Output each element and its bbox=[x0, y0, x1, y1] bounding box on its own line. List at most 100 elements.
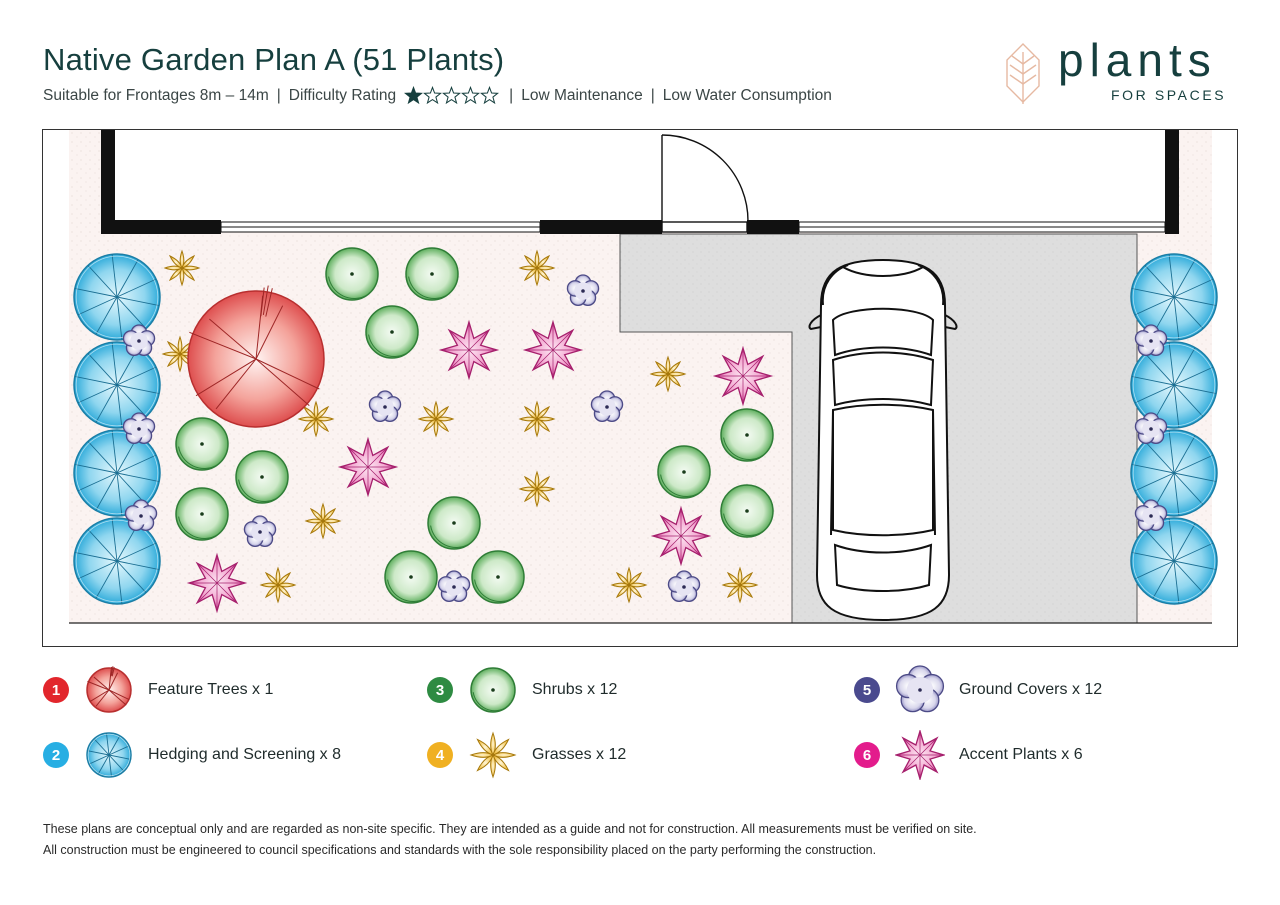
star-empty-icon bbox=[423, 86, 443, 105]
ground-plant bbox=[122, 412, 156, 445]
shrub-plant bbox=[720, 484, 774, 538]
star-empty-icon bbox=[461, 86, 481, 105]
maintenance-text: Low Maintenance bbox=[521, 86, 643, 104]
shrub-plant bbox=[175, 487, 229, 541]
disclaimer-line-2: All construction must be engineered to c… bbox=[43, 843, 877, 857]
grass-icon bbox=[469, 731, 517, 779]
ground-plant bbox=[1134, 412, 1168, 445]
ground-plant bbox=[590, 390, 624, 423]
front-door bbox=[661, 134, 749, 233]
grass-plant bbox=[297, 400, 335, 438]
brand-logo: plants FOR SPACES bbox=[1003, 34, 1243, 110]
hedge-plant bbox=[73, 341, 161, 429]
separator: | bbox=[650, 86, 655, 104]
ground-plant bbox=[122, 324, 156, 357]
separator: | bbox=[509, 86, 514, 104]
legend-label: Shrubs x 12 bbox=[532, 681, 618, 698]
legend-item: 2 Hedging and Screening x 8 bbox=[43, 730, 341, 780]
separator: | bbox=[276, 86, 281, 104]
hedge-icon bbox=[86, 732, 132, 778]
accent-plant bbox=[522, 319, 584, 381]
ground-plant bbox=[368, 390, 402, 423]
shrub-plant bbox=[657, 445, 711, 499]
legend-item: 1 Feature Trees x 1 bbox=[43, 665, 273, 715]
hedge-plant bbox=[1130, 253, 1218, 341]
hedge-plant bbox=[73, 253, 161, 341]
difficulty-rating bbox=[404, 86, 500, 105]
plants-layer bbox=[73, 247, 1218, 614]
accent-plant-icon bbox=[895, 730, 945, 780]
hedge-plant bbox=[73, 517, 161, 605]
ground-plant bbox=[566, 274, 600, 307]
ground-plant bbox=[243, 515, 277, 548]
legend-item: 3 Shrubs x 12 bbox=[427, 665, 617, 715]
hedge-plant bbox=[1130, 429, 1218, 517]
ground-cover-icon bbox=[895, 665, 945, 713]
logo-wordmark: plants bbox=[1058, 34, 1217, 86]
accent-plant bbox=[712, 345, 774, 407]
star-empty-icon bbox=[442, 86, 462, 105]
legend-number-badge: 1 bbox=[43, 677, 69, 703]
grass-plant bbox=[518, 470, 556, 508]
water-text: Low Water Consumption bbox=[662, 86, 832, 104]
legend-item: 5 Ground Covers x 12 bbox=[854, 665, 1102, 715]
house bbox=[113, 130, 1173, 222]
shrub-plant bbox=[235, 450, 289, 504]
garden-plan-drawing bbox=[69, 130, 1218, 624]
grass-plant bbox=[649, 355, 687, 393]
shrub-plant bbox=[405, 247, 459, 301]
accent-plant bbox=[337, 436, 399, 498]
tree-plant bbox=[187, 285, 325, 428]
car bbox=[808, 258, 958, 622]
legend-item: 6 Accent Plants x 6 bbox=[854, 730, 1083, 780]
legend-label: Hedging and Screening x 8 bbox=[148, 746, 342, 763]
shrub-icon bbox=[470, 667, 516, 713]
legend-number-badge: 4 bbox=[427, 742, 453, 768]
garden-plan bbox=[42, 129, 1238, 647]
grass-plant bbox=[304, 502, 342, 540]
page-title: Native Garden Plan A (51 Plants) bbox=[43, 42, 505, 77]
windows bbox=[220, 221, 1166, 233]
shrub-plant bbox=[175, 417, 229, 471]
legend-number-badge: 2 bbox=[43, 742, 69, 768]
hedge-plant bbox=[1130, 341, 1218, 429]
shrub-plant bbox=[471, 550, 525, 604]
accent-plant bbox=[186, 552, 248, 614]
shrub-plant bbox=[384, 550, 438, 604]
grass-plant bbox=[721, 566, 759, 604]
ground-plant bbox=[1134, 499, 1168, 532]
star-empty-icon bbox=[480, 86, 500, 105]
feature-tree-icon bbox=[86, 666, 132, 713]
grass-plant bbox=[417, 400, 455, 438]
leaf-logo-icon bbox=[1006, 43, 1040, 104]
accent-plant bbox=[438, 319, 500, 381]
legend-number-badge: 3 bbox=[427, 677, 453, 703]
grass-plant bbox=[518, 249, 556, 287]
accent-plant bbox=[650, 505, 712, 567]
grass-plant bbox=[163, 249, 201, 287]
legend-label: Ground Covers x 12 bbox=[959, 681, 1103, 698]
star-filled-icon bbox=[404, 86, 424, 105]
hedge-plant bbox=[1130, 517, 1218, 605]
shrub-plant bbox=[325, 247, 379, 301]
shrub-plant bbox=[365, 305, 419, 359]
ground-plant bbox=[1134, 324, 1168, 357]
shrub-plant bbox=[720, 408, 774, 462]
difficulty-label: Difficulty Rating bbox=[288, 86, 397, 104]
legend-number-badge: 6 bbox=[854, 742, 880, 768]
shrub-plant bbox=[427, 496, 481, 550]
ground-plant bbox=[667, 570, 701, 603]
legend-label: Feature Trees x 1 bbox=[148, 681, 274, 698]
house-walls bbox=[101, 130, 1179, 234]
logo-tagline: FOR SPACES bbox=[1111, 87, 1227, 103]
legend-label: Accent Plants x 6 bbox=[959, 746, 1083, 763]
disclaimer-line-1: These plans are conceptual only and are … bbox=[43, 822, 977, 836]
grass-plant bbox=[259, 566, 297, 604]
frontage-text: Suitable for Frontages 8m – 14m bbox=[43, 86, 269, 104]
grass-plant bbox=[610, 566, 648, 604]
ground-plant bbox=[437, 570, 471, 603]
page-subtitle: Suitable for Frontages 8m – 14m | Diffic… bbox=[43, 86, 832, 105]
ground-plant bbox=[124, 499, 158, 532]
legend-number-badge: 5 bbox=[854, 677, 880, 703]
